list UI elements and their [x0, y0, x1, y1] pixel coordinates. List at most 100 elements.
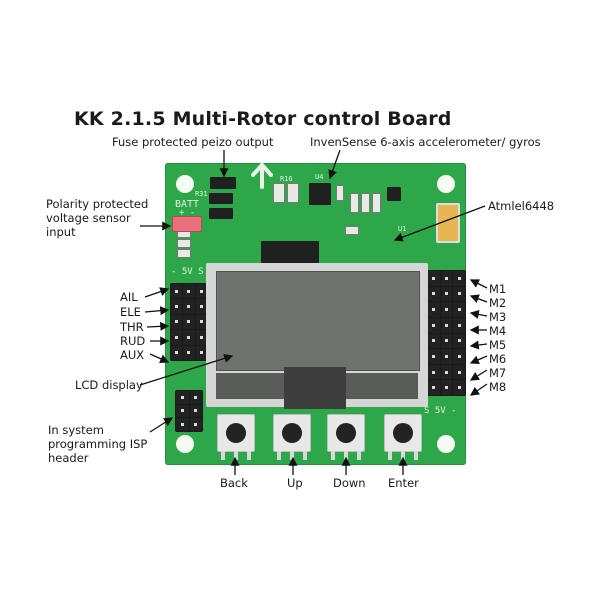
pin — [440, 364, 453, 380]
callout-fuse-peizo: Fuse protected peizo output — [112, 135, 274, 149]
pin — [176, 418, 189, 431]
button-label-enter: Enter — [388, 476, 419, 490]
pin — [195, 330, 207, 345]
pin — [195, 314, 207, 330]
smd-part — [345, 226, 359, 235]
pin — [428, 271, 440, 286]
pin — [440, 333, 453, 349]
pin — [428, 333, 440, 349]
silk-r16: R16 — [280, 175, 293, 183]
pin — [440, 302, 453, 317]
pin — [171, 314, 183, 330]
pin — [189, 404, 202, 418]
regulator-chip — [387, 187, 401, 201]
input-label-aux: AUX — [120, 348, 145, 362]
silk-r31: R31 — [195, 190, 208, 198]
motor-label-m6: M6 — [489, 352, 507, 366]
pin — [440, 317, 453, 333]
pin — [440, 286, 453, 302]
title: KK 2.1.5 Multi-Rotor control Board — [74, 108, 452, 130]
pin — [440, 349, 453, 364]
motor-label-m2: M2 — [489, 296, 507, 310]
isp-header[interactable] — [175, 390, 203, 432]
back-button[interactable] — [217, 414, 255, 460]
callout-lcd-display: LCD display — [75, 378, 143, 392]
smd-part — [177, 239, 191, 248]
smd-part — [287, 183, 299, 203]
button-label-back: Back — [220, 476, 248, 490]
diode-component — [209, 208, 233, 219]
lcd-flex-tab — [284, 367, 346, 409]
pin — [428, 380, 440, 395]
pin — [453, 286, 465, 302]
silk-right-power: S 5V - — [424, 406, 457, 416]
mount-hole-bl — [176, 435, 194, 453]
button-label-down: Down — [333, 476, 366, 490]
silk-u4: U4 — [315, 173, 324, 181]
pin — [171, 284, 183, 299]
button-cap — [336, 423, 356, 443]
input-label-thr: THR — [120, 320, 144, 334]
pin — [171, 299, 183, 314]
motor-header-right[interactable] — [427, 270, 466, 396]
pin — [440, 271, 453, 286]
pin — [453, 317, 465, 333]
silk-batt-polarity: + - — [179, 208, 196, 218]
button-label-up: Up — [287, 476, 303, 490]
pin — [453, 349, 465, 364]
silk-left-power: - 5V S — [171, 267, 204, 277]
pin — [453, 380, 465, 395]
input-label-rud: RUD — [120, 334, 146, 348]
tantalum-capacitor — [436, 203, 460, 243]
smd-part — [372, 193, 381, 213]
battery-connector[interactable] — [172, 216, 202, 232]
pin — [453, 271, 465, 286]
pin — [440, 380, 453, 395]
motor-label-m8: M8 — [489, 380, 507, 394]
pin — [195, 345, 207, 360]
pin — [189, 391, 202, 404]
up-button[interactable] — [273, 414, 311, 460]
down-button[interactable] — [327, 414, 365, 460]
pin — [453, 333, 465, 349]
smd-part — [177, 249, 191, 258]
input-label-ele: ELE — [120, 305, 141, 319]
enter-button[interactable] — [384, 414, 422, 460]
pin — [428, 302, 440, 317]
input-label-ail: AIL — [120, 290, 138, 304]
pin — [183, 299, 195, 314]
mount-hole-br — [437, 435, 455, 453]
pin — [453, 302, 465, 317]
button-cap — [393, 423, 413, 443]
pin — [176, 404, 189, 418]
pin — [189, 418, 202, 431]
lcd-display — [206, 263, 428, 409]
motor-label-m7: M7 — [489, 366, 507, 380]
pin — [176, 391, 189, 404]
pin — [195, 299, 207, 314]
pin — [183, 330, 195, 345]
motor-label-m5: M5 — [489, 338, 507, 352]
pin — [195, 284, 207, 299]
callout-polarity-voltage-sensor: Polarity protected voltage sensor input — [46, 197, 149, 239]
input-header-left[interactable] — [170, 283, 208, 361]
fuse-component — [209, 193, 233, 204]
mount-hole-tr — [437, 175, 455, 193]
pin — [183, 284, 195, 299]
pin — [428, 286, 440, 302]
pin — [171, 345, 183, 360]
invensense-chip — [309, 183, 331, 205]
button-cap — [282, 423, 302, 443]
pin — [453, 364, 465, 380]
direction-arrow-icon — [251, 163, 273, 189]
pin — [183, 345, 195, 360]
pin — [183, 314, 195, 330]
pin — [428, 317, 440, 333]
peizo-header — [210, 177, 236, 189]
lcd-screen — [216, 271, 420, 371]
button-cap — [226, 423, 246, 443]
callout-atmel: Atmlel6448 — [488, 199, 555, 213]
motor-label-m4: M4 — [489, 324, 507, 338]
motor-label-m3: M3 — [489, 310, 507, 324]
motor-label-m1: M1 — [489, 282, 507, 296]
